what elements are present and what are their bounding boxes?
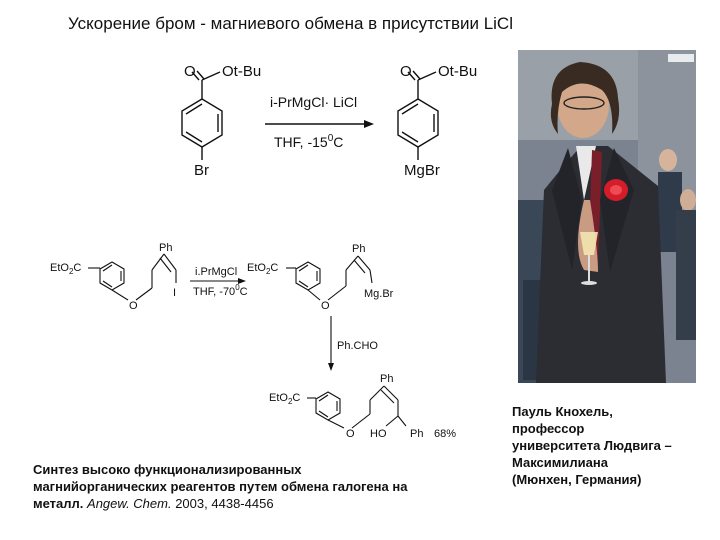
start-ester-label: EtO2C [50,262,81,276]
start-ether-oxygen-label: O [129,300,138,312]
intermediate-mgbr-label: Mg.Br [364,288,394,300]
intermediate-phenyl-label: Ph [352,243,365,255]
iodo-substituent-label: I [173,287,176,299]
synthesis-caption: Синтез высоко функционализированных магн… [33,461,453,512]
person-location: (Мюнхен, Германия) [512,472,642,487]
product-ester-label: EtO2C [269,392,300,406]
final-product [307,385,407,429]
product-top-phenyl-label: Ph [380,373,393,385]
step2-reagent-label: Ph.CHO [337,340,378,352]
portrait-caption: Пауль Кнохель, профессор университета Лю… [512,403,712,488]
intermediate-ether-oxygen-label: O [321,300,330,312]
reagent-label: i-PrMgCl· LiCl [270,94,357,110]
product-ether-oxygen-label: O [346,428,355,440]
caption-line-citation: металл. Angew. Chem. 2003, 4438-4456 [33,495,453,512]
intermediate-grignard [286,255,373,301]
journal-year: 2003, [175,496,208,511]
start-aryl-iodide [88,253,177,301]
slide-title: Ускорение бром - магниевого обмена в при… [68,14,513,33]
start-aryl-bromide [181,70,223,160]
caption-line: магнийорганических реагентов путем обмен… [33,479,408,494]
caption-line: Синтез высоко функционализированных [33,462,302,477]
journal-name: Angew. Chem. [87,496,172,511]
person-name: Пауль Кнохель, [512,404,613,419]
portrait-photo [518,50,696,383]
step1-reagent-label: i.PrMgCl [195,266,237,278]
bromo-substituent-label: Br [194,162,209,179]
carbonyl-oxygen-label: O [184,63,196,80]
person-affiliation: университета Людвига – [512,438,672,453]
start-phenyl-label: Ph [159,242,172,254]
step1-conditions-label: THF, -700C [193,283,248,298]
product-carbonyl-oxygen-label: O [400,63,412,80]
intermediate-ester-label: EtO2C [247,262,278,276]
product-phenyl-label: Ph [410,428,423,440]
caption-text: металл. [33,496,84,511]
product-aryl-grignard [397,70,439,160]
ester-group-label: Ot-Bu [222,63,261,80]
person-title: профессор [512,421,585,436]
product-ester-group-label: Ot-Bu [438,63,477,80]
conditions-label: THF, -150C [274,133,343,150]
journal-pages: 4438-4456 [211,496,274,511]
mgbr-substituent-label: MgBr [404,162,440,179]
yield-label: 68% [434,428,456,440]
person-affiliation-cont: Максимилиана [512,455,608,470]
product-hydroxyl-label: HO [370,428,387,440]
